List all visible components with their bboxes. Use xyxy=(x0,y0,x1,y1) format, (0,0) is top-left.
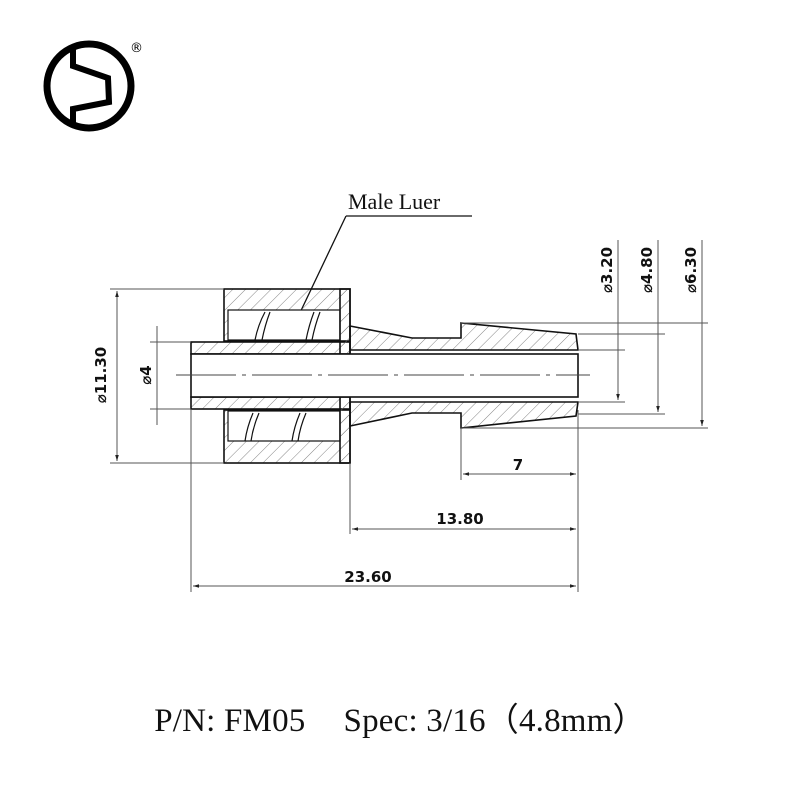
length-7-label: 7 xyxy=(513,456,523,474)
spec-label: Spec: 3/16（4.8mm） xyxy=(343,703,646,739)
dimension-lines xyxy=(110,240,708,592)
diameter-11-30-label: ⌀11.30 xyxy=(92,347,110,403)
logo-icon xyxy=(43,40,135,132)
diameter-4-label: ⌀4 xyxy=(137,365,155,384)
male-luer-label: Male Luer xyxy=(348,189,441,214)
dimension-labels: ⌀11.30 ⌀4 ⌀3.20 ⌀4.80 ⌀6.30 7 13.80 23.6… xyxy=(92,247,700,586)
part-spec-footer: P/N: FM05 Spec: 3/16（4.8mm） xyxy=(0,693,800,741)
diameter-3-20-label: ⌀3.20 xyxy=(598,247,616,293)
part-number: P/N: FM05 xyxy=(154,703,306,739)
registered-mark: ® xyxy=(130,41,143,56)
diameter-4-80-label: ⌀4.80 xyxy=(638,247,656,293)
length-13-80-label: 13.80 xyxy=(436,510,483,528)
length-23-60-label: 23.60 xyxy=(344,568,391,586)
diameter-6-30-label: ⌀6.30 xyxy=(682,247,700,293)
part-section xyxy=(176,288,590,464)
